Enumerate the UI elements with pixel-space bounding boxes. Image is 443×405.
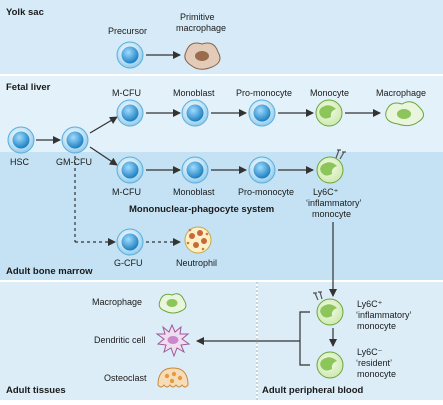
neutrophil-label: Neutrophil	[176, 258, 217, 268]
primitive-macrophage-label-2: macrophage	[176, 23, 226, 33]
yolk-sac-panel	[0, 0, 443, 74]
fetal-mcfu-cell	[116, 99, 144, 127]
gm-cfu-label: GM-CFU	[56, 157, 92, 167]
marrow-monoblast-label: Monoblast	[173, 187, 215, 197]
blood-ly6c-resident-label-1: Ly6C⁻	[357, 347, 383, 357]
blood-ly6c-inflammatory-label-3: monocyte	[357, 321, 396, 331]
marrow-monoblast-cell	[181, 156, 209, 184]
blood-ly6c-inflammatory-monocyte-cell	[313, 291, 344, 326]
osteoclast-label: Osteoclast	[104, 373, 147, 383]
section-peripheral-blood: Adult peripheral blood	[262, 385, 364, 396]
fetal-promonocyte-cell	[248, 99, 276, 127]
osteoclast-cell	[157, 367, 189, 388]
dendritic-cell	[155, 323, 191, 358]
fetal-monoblast-cell	[181, 99, 209, 127]
marrow-promonocyte-cell	[248, 156, 276, 184]
fetal-mcfu-label: M-CFU	[112, 88, 141, 98]
primitive-macrophage-label-1: Primitive	[180, 12, 215, 22]
marrow-promonocyte-label: Pro-monocyte	[238, 187, 294, 197]
gmcfu-to-fetal-mcfu-arrow	[89, 116, 118, 134]
gmcfu-to-marrow-mcfu-arrow	[89, 146, 118, 166]
hsc-cell	[7, 126, 35, 154]
hsc-label: HSC	[10, 157, 30, 167]
blood-ly6c-inflammatory-label-2: ‘inflammatory’	[356, 310, 412, 320]
tissue-macrophage-label: Macrophage	[92, 297, 142, 307]
fetal-monoblast-label: Monoblast	[173, 88, 215, 98]
blood-ly6c-resident-monocyte-cell	[316, 351, 344, 379]
marrow-ly6c-label-2: ‘inflammatory’	[306, 198, 362, 208]
fetal-macrophage-cell	[385, 101, 424, 127]
bone-marrow-panel	[0, 152, 443, 280]
marrow-ly6c-inflammatory-monocyte-cell	[316, 149, 346, 184]
fetal-monocyte-label: Monocyte	[310, 88, 349, 98]
neutrophil-cell	[184, 226, 212, 254]
marrow-mcfu-label: M-CFU	[112, 187, 141, 197]
blood-ly6c-inflammatory-label-1: Ly6C⁺	[357, 299, 383, 309]
marrow-mcfu-cell	[116, 156, 144, 184]
primitive-macrophage-cell	[184, 42, 221, 70]
g-cfu-cell	[116, 228, 144, 256]
gm-cfu-cell	[61, 126, 89, 154]
blood-to-tissues-bracket	[299, 311, 310, 366]
section-adult-tissues: Adult tissues	[6, 385, 66, 396]
section-yolk-sac: Yolk sac	[6, 7, 44, 18]
tissue-macrophage-cell	[158, 293, 187, 314]
blood-ly6c-resident-label-3: monocyte	[357, 369, 396, 379]
dendritic-cell-label: Dendritic cell	[94, 335, 146, 345]
marrow-ly6c-label-1: Ly6C⁺	[313, 187, 339, 197]
precursor-label: Precursor	[108, 26, 147, 36]
fetal-monocyte-cell	[315, 99, 343, 127]
fetal-promonocyte-label: Pro-monocyte	[236, 88, 292, 98]
fetal-macrophage-label: Macrophage	[376, 88, 426, 98]
g-cfu-label: G-CFU	[114, 258, 143, 268]
section-adult-bone-marrow: Adult bone marrow	[6, 266, 93, 277]
mononuclear-phagocyte-system-label: Mononuclear-phagocyte system	[129, 204, 274, 215]
precursor-cell	[116, 41, 144, 69]
blood-ly6c-resident-label-2: ‘resident’	[356, 358, 392, 368]
section-fetal-liver: Fetal liver	[6, 82, 51, 93]
marrow-ly6c-label-3: monocyte	[312, 209, 351, 219]
